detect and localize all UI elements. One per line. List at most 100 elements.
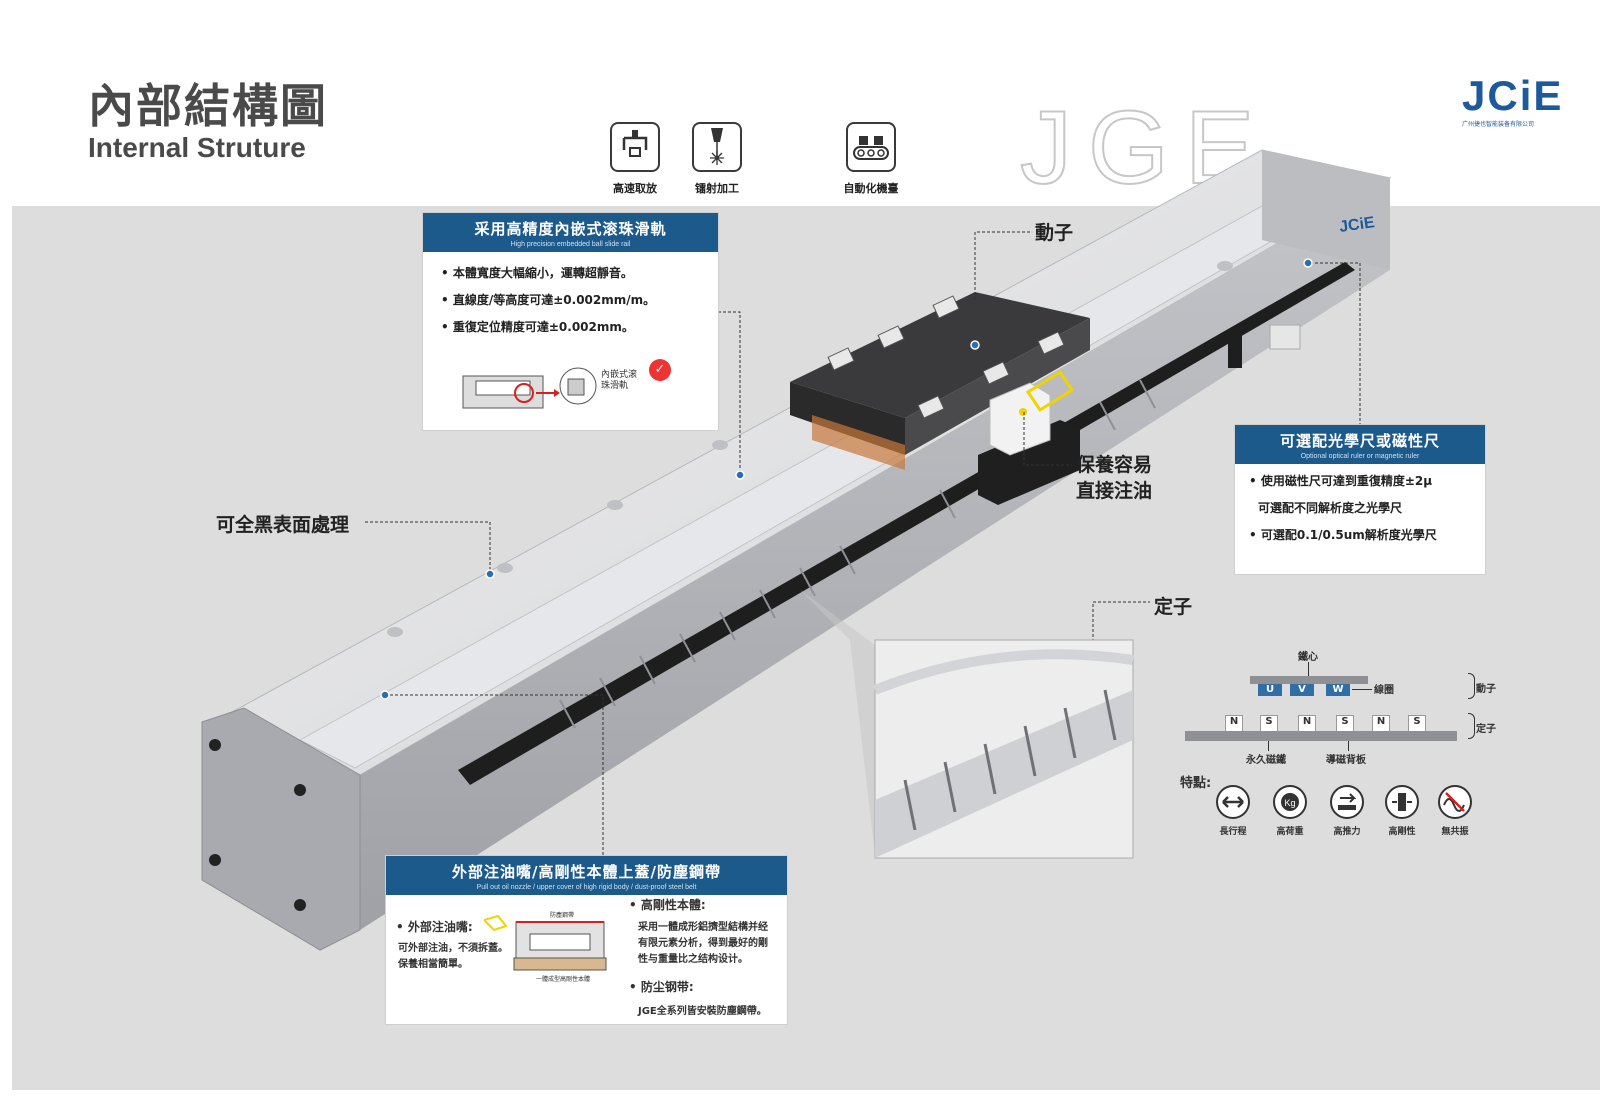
- panel-subtitle: Optional optical ruler or magnetic ruler: [1300, 453, 1420, 460]
- leader-ruler: [1310, 262, 1361, 424]
- panel-subtitle: Pull out oil nozzle / upper cover of hig…: [476, 884, 697, 891]
- logo-company-name: 广州捷也智能装备有限公司: [1462, 121, 1535, 128]
- marker-dot: [970, 340, 980, 350]
- marker-dot: [485, 569, 495, 579]
- dust-heading: • 防尘钢带:: [629, 980, 694, 994]
- features-title: 特點:: [1180, 776, 1212, 791]
- module-brand-mark: JCiE: [1338, 214, 1376, 236]
- mover-mount-pads: [827, 295, 1065, 419]
- panel-title: 可選配光學尺或磁性尺: [1279, 432, 1440, 450]
- mover-top: [790, 292, 1090, 418]
- panel-bullets: • 本體寬度大幅縮小，運轉超靜音。 • 直線度/等高度可達±0.002mm/m。…: [423, 252, 718, 341]
- bullet-item: • 可選配0.1/0.5um解析度光學尺: [1249, 528, 1437, 542]
- panel-header: 可選配光學尺或磁性尺 Optional optical ruler or mag…: [1235, 425, 1485, 464]
- diagram-label-body: 一體成型高剛性本體: [536, 976, 591, 983]
- leader-mover: [974, 231, 1032, 300]
- page-title: 內部結構圖: [88, 79, 328, 133]
- logo-mark: JCiE: [1462, 72, 1564, 119]
- backplate-label: 導磁背板: [1326, 755, 1366, 766]
- magnet-arrow: [1268, 741, 1269, 751]
- panel-body-features: 外部注油嘴/高剛性本體上蓋/防塵鋼帶 Pull out oil nozzle /…: [385, 855, 788, 1025]
- application-label: 镭射加工: [695, 182, 739, 195]
- far-end-cap: [1262, 150, 1390, 270]
- leader-black-finish: [365, 521, 491, 572]
- magnet: N: [1298, 715, 1316, 733]
- application-label: 自動化機臺: [843, 182, 899, 195]
- grease-block: [978, 420, 1080, 505]
- bullet-item: 可選配不同解析度之光學尺: [1258, 501, 1403, 515]
- callout-mover: 動子: [1035, 222, 1074, 244]
- end-cap-bolt: [294, 899, 306, 911]
- marker-dot: [380, 690, 390, 700]
- bullet-item: • 本體寬度大幅縮小，運轉超靜音。: [441, 266, 633, 280]
- core-arrow: [1308, 662, 1309, 676]
- conveyor-icon: [846, 122, 896, 172]
- bullet-item: • 使用磁性尺可達到重復精度±2μ: [1249, 474, 1433, 488]
- feature-label: 長行程: [1219, 827, 1247, 837]
- sensor-bracket: [1269, 324, 1301, 350]
- coil-arrow: [1352, 689, 1372, 690]
- panel-header: 采用高精度內嵌式滚珠滑軌 High precision embedded bal…: [423, 213, 718, 252]
- end-cap-bolt: [209, 739, 221, 751]
- stator-label: 定子: [1476, 724, 1496, 735]
- company-logo: JCiE 广州捷也智能装备有限公司: [1462, 72, 1572, 129]
- body-section-diagram: [484, 914, 607, 971]
- callout-maintenance-line1: 保養容易: [1076, 454, 1153, 476]
- callout-stator: 定子: [1154, 596, 1193, 618]
- rail-diagram-label: 內嵌式滚珠滑軌: [601, 370, 638, 391]
- magnet: N: [1225, 715, 1243, 733]
- magnetic-backplate: [1185, 731, 1457, 741]
- coil-phase: W: [1326, 684, 1350, 696]
- product-backdrop: [12, 206, 1600, 1090]
- leader-maintenance: [1023, 412, 1072, 466]
- feature-label: 高推力: [1333, 827, 1361, 837]
- dust-proof-belt: [458, 262, 1355, 785]
- module-side-face: [360, 178, 1390, 930]
- page-subtitle: Internal Struture: [88, 132, 306, 163]
- panel-bullets: • 使用磁性尺可達到重復精度±2μ 可選配不同解析度之光學尺 • 可選配0.1/…: [1235, 464, 1485, 549]
- coil-label: 線圈: [1374, 685, 1394, 696]
- rail-diagram: [462, 367, 597, 409]
- leader-body: [385, 694, 604, 855]
- laser-icon: [692, 122, 742, 172]
- feature-label: 高剛性: [1388, 827, 1416, 837]
- coil-phase: V: [1290, 684, 1314, 696]
- gripper-icon: [610, 122, 660, 172]
- panel-header: 外部注油嘴/高剛性本體上蓋/防塵鋼帶 Pull out oil nozzle /…: [386, 856, 787, 895]
- dust-text: JGE全系列皆安裝防塵鋼帶。: [638, 1006, 767, 1017]
- rigidity-icon: [1385, 785, 1419, 819]
- no-resonance-icon: [1438, 785, 1472, 819]
- oil-nozzle-point: [1019, 408, 1027, 416]
- mover-bracket: [1468, 673, 1475, 699]
- bullet-item: • 直線度/等高度可達±0.002mm/m。: [441, 293, 656, 307]
- coil-block: [812, 415, 905, 470]
- leader-rail: [718, 311, 741, 475]
- magnet-label: 永久磁鐵: [1246, 755, 1286, 766]
- iron-core-bar: [1250, 676, 1368, 684]
- rigid-heading: • 高剛性本體:: [629, 898, 706, 912]
- oil-nozzle-highlight: [1025, 369, 1075, 413]
- application-laser: [692, 122, 742, 172]
- zoom-detail: [873, 639, 1134, 859]
- panel-subtitle: High precision embedded ball slide rail: [510, 241, 631, 248]
- application-gripper: [610, 122, 660, 172]
- double-arrow-icon: [1216, 785, 1250, 819]
- callout-black-finish: 可全黑表面處理: [216, 514, 350, 536]
- callout-maintenance-line2: 直接注油: [1076, 480, 1153, 502]
- application-label: 高速取放: [613, 182, 657, 195]
- panel-title: 外部注油嘴/高剛性本體上蓋/防塵鋼帶: [452, 863, 721, 881]
- nozzle-heading: • 外部注油嘴:: [396, 920, 473, 934]
- feature-label: 高荷重: [1276, 827, 1304, 837]
- feature-label: 無共振: [1441, 827, 1469, 837]
- motor-principle-diagram: 鐵心 U V W 線圈 動子 N S N S N S 定子 永久磁鐵 導磁背板 …: [1180, 645, 1510, 835]
- rigid-text: 采用一體成形鋁擠型結構并经 有限元素分析，得到最好的剛 性与重量比之结构设计。: [638, 922, 768, 965]
- panel-ruler: 可選配光學尺或磁性尺 Optional optical ruler or mag…: [1234, 424, 1486, 575]
- bullet-item: • 重復定位精度可達±0.002mm。: [441, 320, 634, 334]
- svg-text:Kg: Kg: [1284, 798, 1295, 808]
- limit-sensor: [1228, 330, 1242, 368]
- weight-icon: Kg: [1273, 785, 1307, 819]
- core-label: 鐵心: [1298, 652, 1318, 663]
- backplate-arrow: [1348, 741, 1349, 751]
- thrust-icon: [1330, 785, 1364, 819]
- marker-dot: [735, 470, 745, 480]
